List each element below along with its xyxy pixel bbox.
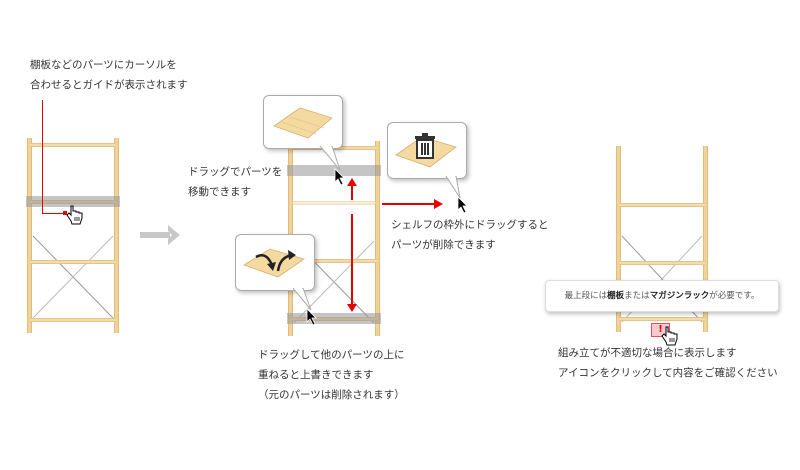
move-caption: ドラッグでパーツを 移動できます: [188, 162, 282, 202]
move-guide-bubble: [263, 95, 343, 149]
arrow-cursor-icon: [457, 196, 468, 214]
move-caption-line2: 移動できます: [188, 186, 251, 198]
delete-arrow-icon: [382, 199, 443, 209]
shelf-bar-top[interactable]: [30, 143, 116, 147]
warning-icon-button[interactable]: !: [651, 323, 670, 337]
bubble-tail: [293, 288, 312, 311]
shelf-bar-middle[interactable]: [619, 261, 705, 265]
warning-caption: 組み立てが不適切な場合に表示します アイコンをクリックして内容をご確認ください: [558, 343, 778, 383]
shelf-bar-ghost[interactable]: [291, 201, 377, 205]
shelf-hover-example: [25, 138, 121, 333]
step1-caption-line2: 合わせるとガイドが表示されます: [30, 79, 188, 91]
overwrite-caption-line1: ドラッグして他のパーツの上に: [258, 349, 405, 361]
overwrite-caption-line3: （元のパーツは削除されます）: [258, 389, 405, 401]
bubble-tail: [445, 176, 461, 199]
drag-source-shelf[interactable]: [287, 165, 381, 176]
shelf-post-right: [114, 138, 119, 333]
warning-text-bold-2: マガジンラック: [649, 291, 710, 301]
arrow-cursor-icon: [306, 308, 317, 326]
right-arrow-icon: [140, 225, 180, 245]
overwrite-guide-bubble: [235, 234, 315, 291]
shelf-board-icon: [273, 107, 333, 139]
cross-brace: [32, 235, 114, 319]
highlighted-shelf-board[interactable]: [26, 196, 120, 207]
warning-text-suffix: が必要です。: [709, 291, 760, 301]
warning-text-prefix: 最上段には: [564, 291, 608, 301]
warning-caption-line2: アイコンをクリックして内容をご確認ください: [558, 367, 778, 379]
shelf-post-left: [27, 138, 32, 333]
delete-caption-line2: パーツが削除できます: [391, 239, 496, 251]
overwrite-caption-line2: 重ねると上書きできます: [258, 369, 374, 381]
trash-icon: [415, 133, 435, 159]
guide-line-horizontal: [42, 213, 64, 214]
warning-text-mid: または: [624, 291, 650, 301]
step1-caption-line1: 棚板などのパーツにカーソルを: [30, 59, 177, 71]
guide-line-vertical: [42, 100, 43, 214]
move-arrow-icon: [347, 178, 357, 312]
guide-line-endpoint: [63, 211, 67, 215]
shelf-bar-bottom[interactable]: [30, 318, 116, 322]
overwrite-caption: ドラッグして他のパーツの上に 重ねると上書きできます （元のパーツは削除されます…: [258, 345, 405, 405]
step1-caption: 棚板などのパーツにカーソルを 合わせるとガイドが表示されます: [30, 55, 188, 95]
shelf-bar-middle[interactable]: [291, 259, 377, 263]
overwrite-target-shelf[interactable]: [287, 313, 381, 324]
move-caption-line1: ドラッグでパーツを: [188, 166, 283, 178]
hand-cursor-icon: [66, 205, 83, 225]
shelf-post-right: [375, 141, 380, 336]
exclamation-icon: !: [658, 324, 663, 335]
arrow-cursor-icon: [334, 168, 345, 186]
shelf-post-left: [616, 146, 621, 332]
delete-guide-bubble: [387, 122, 467, 179]
shelf-post-right: [703, 146, 708, 332]
swap-arrows-icon: [255, 250, 296, 272]
shelf-bar-bottom[interactable]: [619, 317, 705, 321]
delete-caption-line1: シェルフの枠外にドラッグすると: [391, 219, 549, 231]
warning-popup: 最上段には棚板またはマガジンラックが必要です。: [545, 280, 779, 312]
warning-caption-line1: 組み立てが不適切な場合に表示します: [558, 347, 737, 359]
warning-text-bold-1: 棚板: [607, 291, 625, 301]
shelf-bar-upper[interactable]: [619, 203, 705, 207]
bubble-tail: [319, 146, 341, 171]
delete-caption: シェルフの枠外にドラッグすると パーツが削除できます: [391, 215, 549, 255]
shelf-bar-middle[interactable]: [30, 260, 116, 264]
hand-cursor-icon: [661, 326, 678, 346]
